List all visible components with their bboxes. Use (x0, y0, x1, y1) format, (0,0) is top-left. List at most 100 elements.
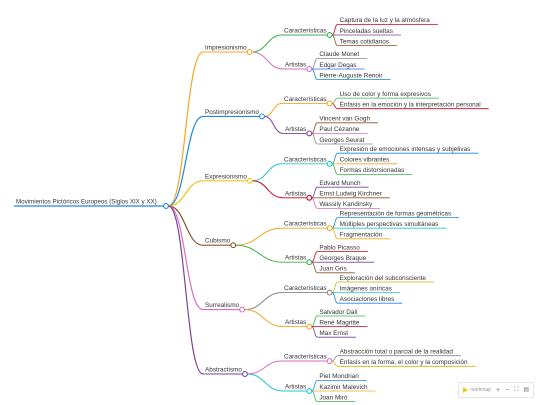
group-node-label: Artistas (285, 384, 306, 391)
link-movement-group (252, 163, 283, 182)
group-node-toggle[interactable] (306, 194, 313, 201)
link-root-movement (168, 115, 204, 207)
group-node-toggle[interactable] (326, 225, 333, 232)
group-node-label: Características (284, 285, 327, 292)
zoom-in-button[interactable]: + (495, 386, 501, 394)
leaf-node-label: Énfasis en la emoción y la interpretació… (340, 100, 481, 109)
movement-node-toggle[interactable] (239, 306, 246, 313)
mindmap-links (14, 23, 489, 403)
leaf-node-label: Abstracción total o parcial de la realid… (340, 349, 454, 356)
link-group-item (331, 152, 338, 165)
leaf-node-label: Salvador Dalí (319, 309, 358, 316)
group-node-toggle[interactable] (326, 289, 333, 296)
root-node-label: Movimientos Pictóricos Europeos (Siglos … (16, 199, 157, 206)
group-node-toggle[interactable] (326, 32, 333, 38)
link-group-item (331, 292, 338, 304)
leaf-node-label: Pinceladas sueltas (340, 28, 393, 35)
markmap-logo-icon (463, 387, 469, 393)
leaf-node-label: Asociaciones libres (340, 296, 395, 303)
fit-screen-icon[interactable]: ⛶ (514, 387, 519, 393)
movement-node-label: Surrealismo (205, 302, 240, 309)
movement-node-toggle[interactable] (246, 49, 253, 55)
leaf-node-label: Colores vibrantes (340, 157, 390, 164)
link-movement-group (244, 292, 283, 311)
link-root-movement (168, 205, 204, 311)
leaf-node-label: Vincent van Gogh (319, 116, 370, 123)
movement-node-label: Abstractismo (205, 367, 242, 374)
leaf-node-label: Max Ernst (319, 330, 348, 337)
zoom-out-button[interactable]: − (505, 386, 510, 394)
leaf-node-label: Pablo Picasso (319, 244, 360, 251)
leaf-node-label: Representación de formas geométricas (340, 210, 452, 217)
group-node-label: Características (284, 221, 327, 228)
group-node-toggle[interactable] (326, 358, 333, 364)
group-node-toggle[interactable] (326, 160, 333, 167)
link-movement-group (247, 373, 284, 392)
link-group-item (331, 163, 338, 175)
leaf-node-label: Múltiples perspectivas simultáneas (340, 221, 439, 228)
export-icon[interactable]: ▤ (523, 387, 529, 393)
leaf-node-label: Pierre-Auguste Renoir (319, 72, 383, 79)
leaf-node-label: Wassily Kandinsky (319, 201, 373, 208)
link-group-item (331, 34, 338, 46)
leaf-node-label: Énfasis en la forma, el color y la compo… (340, 357, 468, 366)
link-group-item (331, 355, 338, 362)
movement-node-toggle[interactable] (230, 242, 237, 249)
leaf-node-label: Georges Seurat (319, 137, 364, 144)
group-node-label: Artistas (285, 255, 306, 262)
group-node-label: Artistas (285, 62, 306, 69)
group-node-toggle[interactable] (306, 323, 313, 330)
mindmap-toolbar: markmap + − ⛶ ▤ (458, 382, 534, 398)
root-node-toggle[interactable] (163, 203, 169, 209)
group-node-label: Características (284, 354, 327, 361)
leaf-node-label: Imágenes oníricas (340, 285, 392, 292)
leaf-node-label: Fragmentación (340, 232, 383, 239)
movement-node-toggle[interactable] (246, 177, 253, 184)
link-movement-group (251, 34, 283, 53)
link-root-movement (168, 51, 204, 207)
leaf-node-label: Kazimir Malevich (319, 384, 368, 391)
movement-node-toggle[interactable] (259, 113, 265, 120)
leaf-node-label: Piet Mondrian (319, 373, 359, 380)
group-node-toggle[interactable] (306, 66, 313, 72)
group-node-toggle[interactable] (306, 130, 313, 137)
link-movement-group (252, 180, 284, 199)
link-group-item (331, 227, 338, 240)
link-group-item (331, 24, 338, 36)
movement-node-label: Expresionismo (205, 173, 247, 180)
link-group-item (331, 217, 338, 229)
link-group-item (311, 58, 318, 70)
link-movement-group (264, 115, 284, 134)
group-node-label: Características (284, 156, 327, 163)
link-group-item (311, 380, 318, 392)
link-group-item (331, 97, 338, 104)
link-group-item (311, 261, 318, 274)
brand[interactable]: markmap (463, 387, 491, 393)
leaf-node-label: Ernst Ludwig Kirchner (319, 191, 382, 198)
link-movement-group (235, 227, 283, 246)
leaf-node-label: Edgar Degas (319, 62, 356, 69)
group-node-toggle[interactable] (326, 100, 333, 107)
link-group-item (331, 281, 338, 293)
link-group-item (311, 390, 318, 402)
link-root-movement (168, 205, 204, 375)
group-node-toggle[interactable] (306, 388, 313, 394)
movement-node-label: Impresionismo (205, 45, 247, 52)
leaf-node-label: Expresión de emociones intensas y subjet… (340, 146, 471, 153)
link-group-item (311, 68, 318, 80)
leaf-node-label: Captura de la luz y la atmósfera (340, 17, 431, 24)
link-group-item (311, 133, 318, 145)
group-node-toggle[interactable] (306, 259, 313, 266)
leaf-node-label: Edvard Munch (319, 180, 361, 187)
link-group-item (311, 315, 318, 327)
link-movement-group (251, 51, 284, 70)
link-group-item (331, 103, 338, 110)
leaf-node-label: René Magritte (319, 319, 360, 326)
movement-node-toggle[interactable] (241, 371, 248, 377)
movement-node-label: Cubismo (205, 238, 231, 245)
link-group-item (311, 186, 318, 199)
link-group-item (311, 326, 318, 338)
link-group-item (311, 251, 318, 263)
link-movement-group (244, 309, 284, 328)
